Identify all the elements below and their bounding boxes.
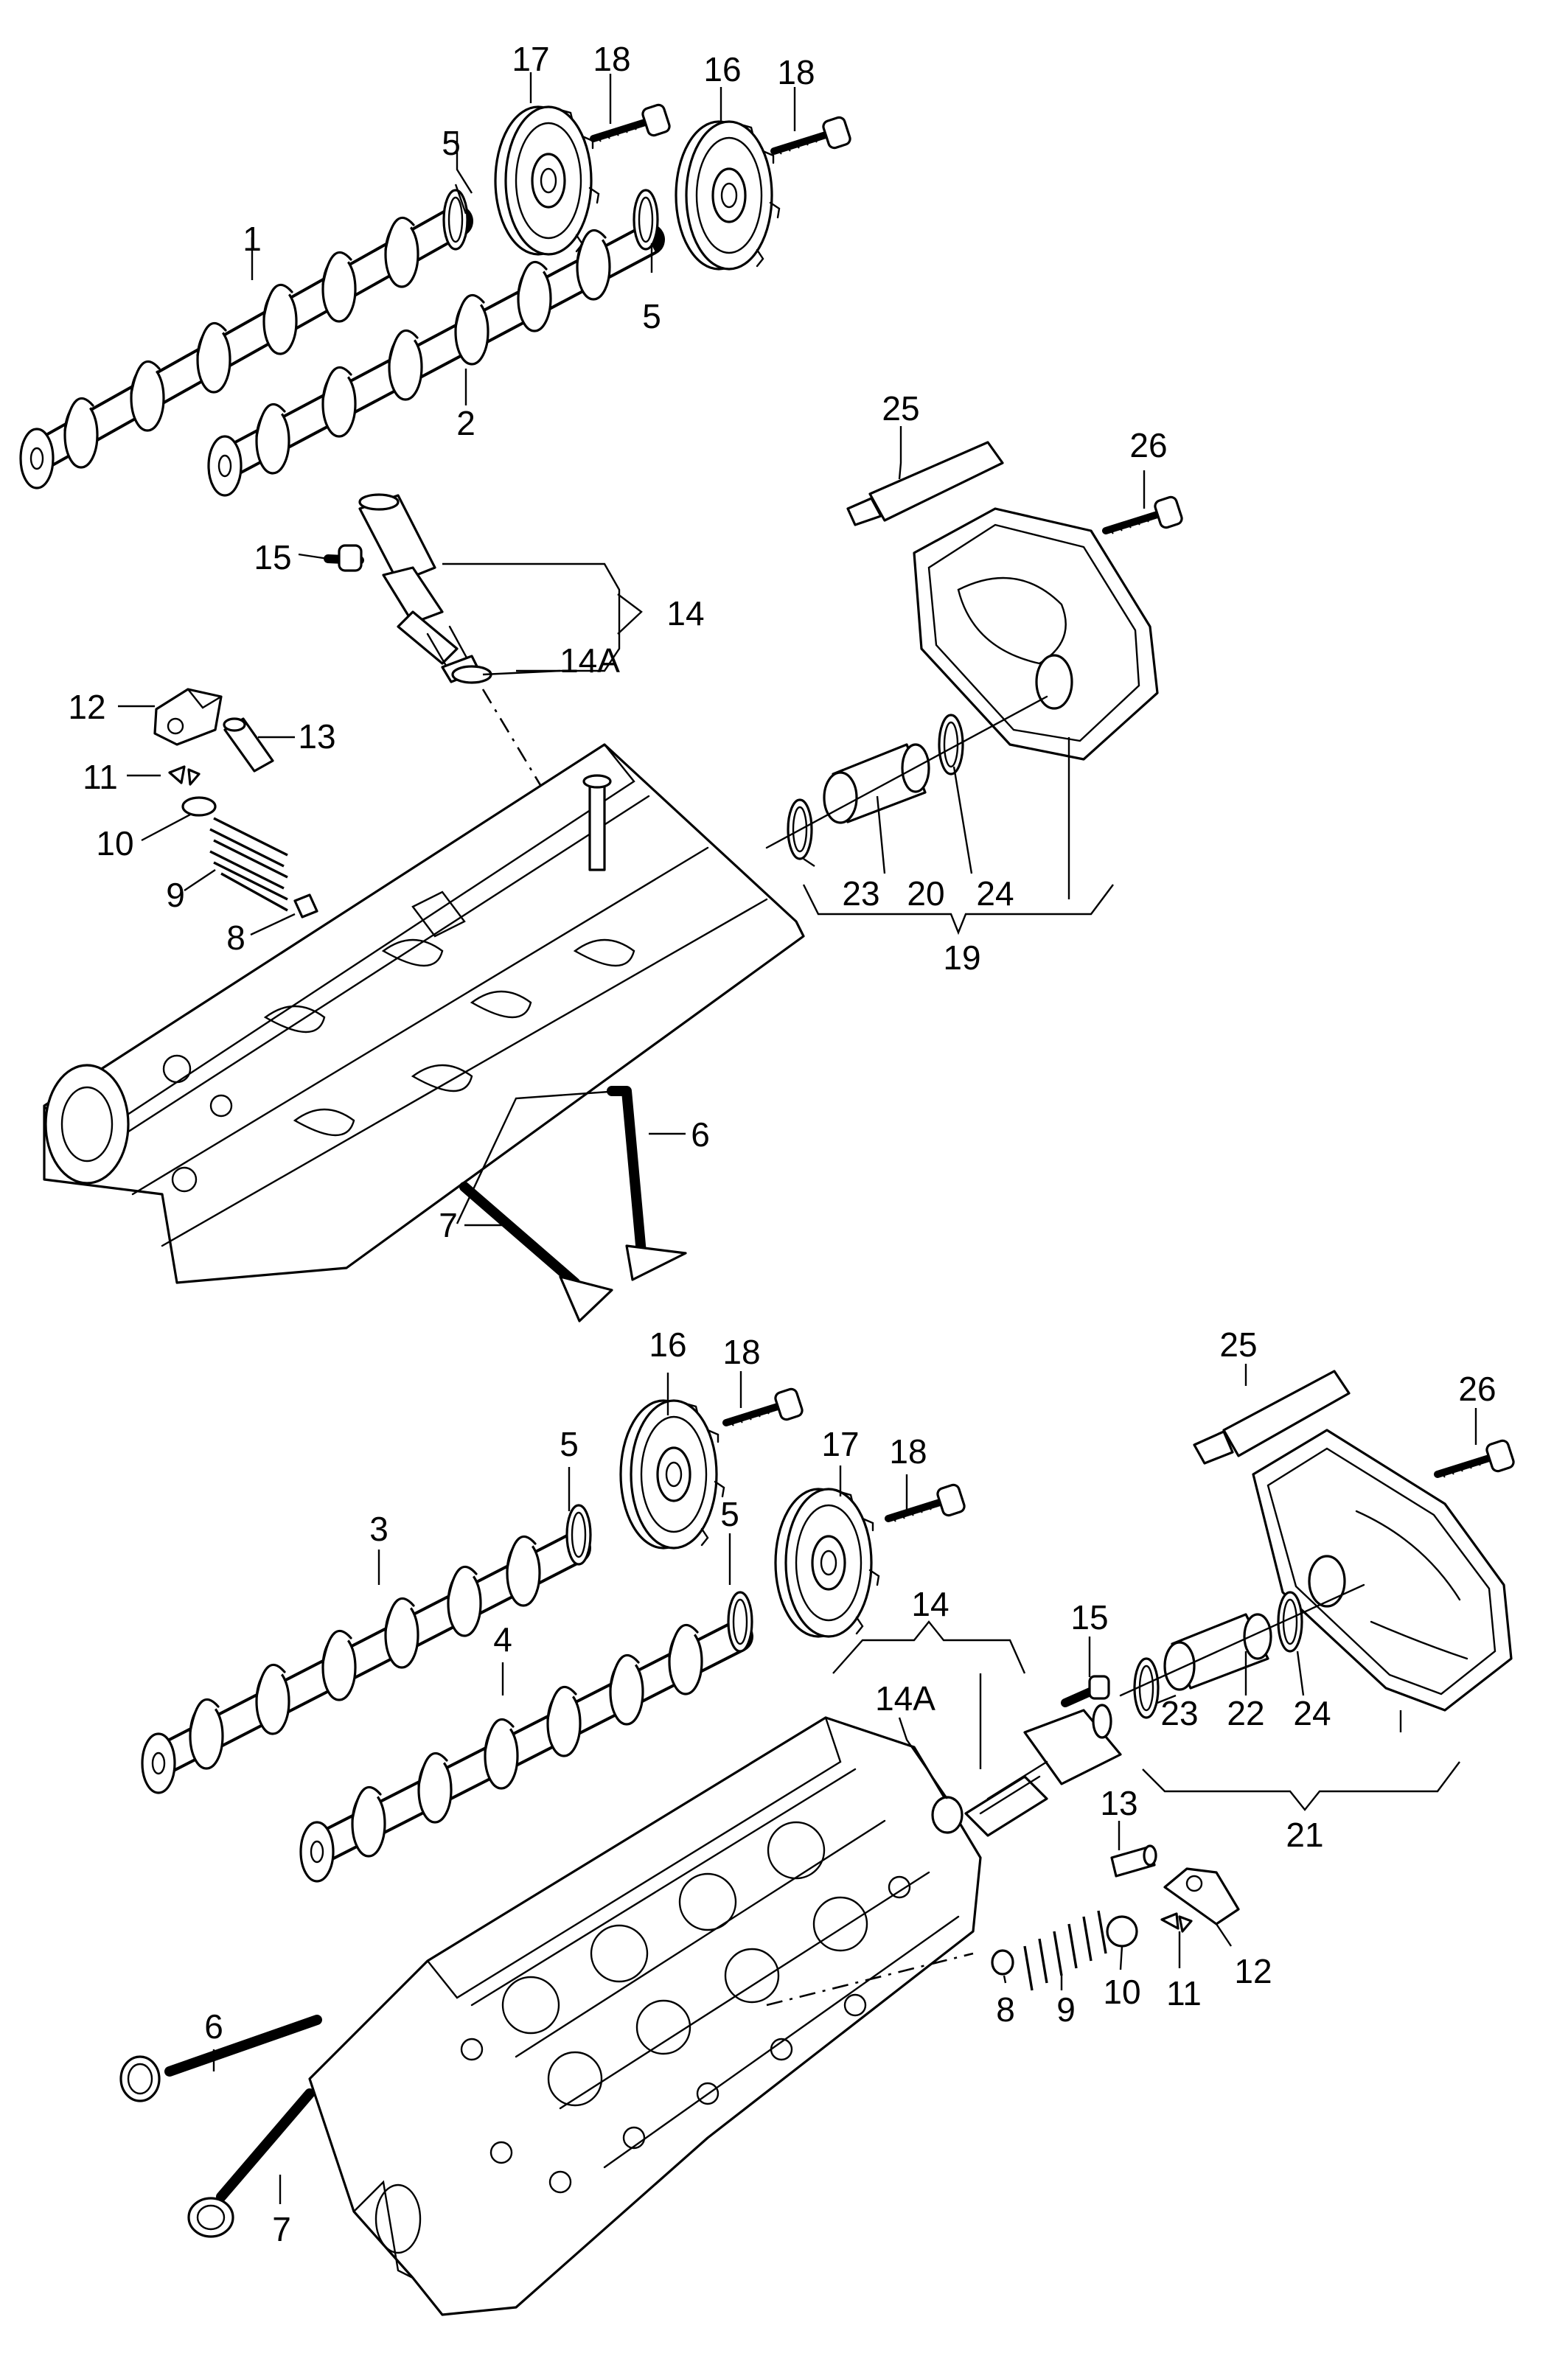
callout-13: 13 — [298, 717, 335, 756]
hydraulic-tappet-13 — [223, 717, 274, 773]
bolt-18 — [593, 103, 671, 142]
callout-14a: 14A — [875, 1679, 935, 1718]
spring-retainer-10 — [181, 796, 217, 817]
snap-ring-5 — [727, 1591, 753, 1653]
filter-sleeve-22 — [1163, 1613, 1272, 1691]
callout-8: 8 — [226, 919, 245, 957]
exhaust-valve-6 — [119, 2015, 322, 2102]
intake-valve-7 — [187, 2088, 315, 2238]
camshaft-1 — [19, 205, 473, 489]
snap-ring-5 — [633, 189, 659, 251]
callout-11: 11 — [1166, 1974, 1202, 2012]
bolt-18 — [726, 1387, 804, 1426]
cylinder-head-right — [308, 1716, 982, 2316]
bolt-18 — [774, 116, 851, 154]
callout-5: 5 — [720, 1495, 739, 1533]
callout-25: 25 — [882, 389, 919, 428]
intake-valve-7 — [459, 1182, 613, 1322]
callout-12: 12 — [1234, 1952, 1272, 1990]
callout-4: 4 — [493, 1620, 512, 1659]
callout-24: 24 — [1293, 1694, 1331, 1732]
valve-keepers-11 — [168, 765, 201, 786]
bolt-18 — [888, 1483, 966, 1522]
callout-17: 17 — [821, 1425, 859, 1463]
roller-rocker-12 — [1163, 1867, 1240, 1925]
camshaft-adjuster-17 — [774, 1488, 880, 1638]
callout-12: 12 — [68, 688, 105, 726]
callout-5: 5 — [560, 1425, 579, 1463]
callout-6: 6 — [204, 2007, 223, 2046]
callout-9: 9 — [166, 876, 185, 914]
callout-9: 9 — [1056, 1990, 1076, 2029]
camshaft-adjuster-16 — [675, 120, 781, 271]
filter-sleeve-20 — [823, 743, 930, 824]
callout-7: 7 — [272, 2210, 291, 2248]
callout-20: 20 — [907, 874, 944, 913]
valve-spring-9 — [1023, 1910, 1107, 1991]
callout-21: 21 — [1286, 1816, 1323, 1854]
callout-22: 22 — [1227, 1694, 1264, 1732]
callout-23: 23 — [1160, 1694, 1198, 1732]
cylinder-head-left — [43, 743, 805, 1284]
callout-6: 6 — [691, 1115, 710, 1154]
callout-10: 10 — [1103, 1973, 1140, 2011]
valve-spring-9 — [209, 817, 288, 912]
callout-18: 18 — [722, 1333, 760, 1371]
callout-15: 15 — [254, 538, 291, 576]
hydraulic-tappet-13 — [1110, 1844, 1157, 1878]
camshaft-adjuster-17 — [494, 105, 600, 256]
callout-18: 18 — [593, 40, 630, 78]
valve-stem-seal-8 — [293, 893, 318, 919]
callout-17: 17 — [512, 40, 549, 78]
callout-26: 26 — [1458, 1370, 1496, 1408]
exhaust-valve-6 — [607, 1086, 687, 1281]
sealant-tube-25 — [846, 441, 1004, 526]
o-ring-14a — [931, 1796, 964, 1834]
callout-16: 16 — [703, 50, 741, 88]
callout-7: 7 — [439, 1206, 458, 1244]
bolt-15 — [1061, 1675, 1110, 1707]
callout-24: 24 — [976, 874, 1014, 913]
callout-14: 14 — [666, 594, 704, 632]
callout-14: 14 — [911, 1585, 949, 1623]
callout-15: 15 — [1070, 1598, 1108, 1637]
callout-5: 5 — [642, 297, 661, 335]
spring-retainer-10 — [1106, 1915, 1138, 1948]
snap-ring-5 — [442, 189, 469, 251]
snap-ring-5 — [565, 1504, 592, 1566]
valve-keepers-11 — [1160, 1912, 1193, 1933]
callout-26: 26 — [1129, 426, 1167, 464]
camshaft-adjuster-16 — [619, 1399, 725, 1550]
bolt-26 — [1438, 1439, 1515, 1477]
callout-16: 16 — [649, 1325, 686, 1364]
camshaft-adjustment-valve-14 — [964, 1704, 1122, 1837]
camshaft-2 — [207, 223, 665, 497]
camshaft-4 — [299, 1620, 753, 1883]
camshaft-3 — [141, 1532, 591, 1794]
callout-18: 18 — [777, 53, 815, 91]
callout-2: 2 — [456, 404, 475, 442]
callout-10: 10 — [96, 824, 133, 862]
valve-stem-seal-8 — [991, 1949, 1014, 1976]
callout-23: 23 — [842, 874, 879, 913]
callout-14a: 14A — [560, 641, 620, 680]
callout-8: 8 — [996, 1990, 1015, 2029]
camshaft-adjustment-valve-14 — [358, 493, 481, 683]
callout-11: 11 — [83, 758, 118, 796]
leader-lines — [118, 72, 1477, 2204]
callout-1: 1 — [243, 220, 262, 258]
callout-labels: 17 18 16 18 5 1 5 2 25 26 15 14 14A 12 1… — [68, 40, 1496, 2248]
sealing-cover-19 — [913, 507, 1159, 761]
callout-3: 3 — [369, 1510, 388, 1548]
callout-13: 13 — [1100, 1784, 1137, 1822]
callout-25: 25 — [1219, 1325, 1257, 1364]
callout-19: 19 — [943, 938, 980, 977]
sealing-cover-21 — [1252, 1429, 1513, 1712]
roller-rocker-12 — [153, 688, 223, 746]
bolt-15 — [324, 544, 364, 572]
sealant-tube-25 — [1193, 1370, 1351, 1465]
callout-5: 5 — [442, 124, 461, 162]
callout-18: 18 — [889, 1432, 927, 1471]
